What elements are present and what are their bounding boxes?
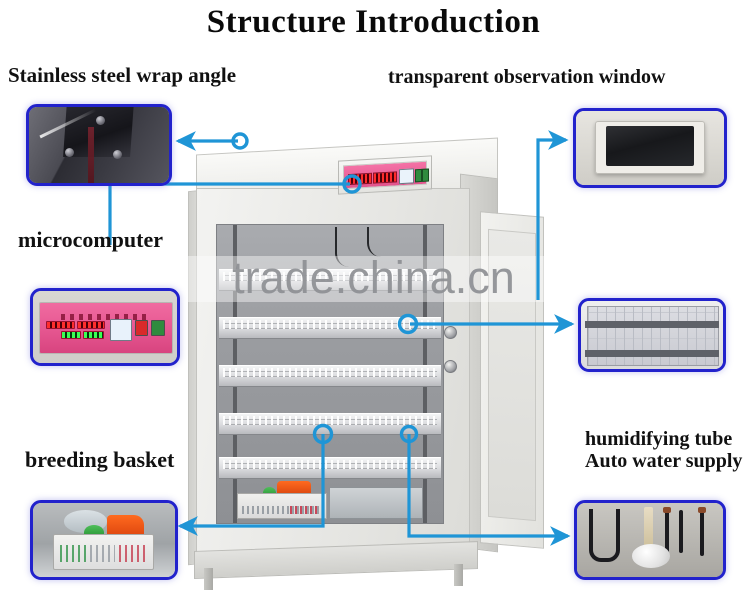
product-photo-incubator [188, 128, 548, 590]
marker-breeding-basket [312, 423, 334, 445]
wiring-1 [335, 227, 359, 267]
marker-stainless [231, 132, 249, 150]
incubator-cavity [216, 224, 444, 524]
label-humidifying-tube: humidifying tube Auto water supply [585, 428, 742, 473]
egg-tray-row-3 [219, 365, 441, 387]
label-humidifier-line2: Auto water supply [585, 450, 743, 473]
callout-photo-microcomputer [30, 288, 180, 366]
label-humidifier-line1: humidifying tube [585, 428, 733, 450]
watermark: trade.china.cn [0, 250, 747, 310]
photo-observation-window [576, 111, 724, 185]
page-title: Structure Introduction [206, 4, 541, 40]
connector-humidifier [407, 434, 571, 546]
cabinet-leg-right [454, 564, 463, 586]
egg-tray-row-1 [219, 269, 441, 291]
photo-egg-tray [581, 301, 723, 369]
label-stainless-steel: Stainless steel wrap angle [8, 63, 237, 87]
callout-photo-stainless-steel [26, 104, 172, 186]
photo-breeding-basket [33, 503, 175, 577]
connector-breeding-basket [177, 434, 325, 536]
marker-egg-tray [397, 313, 419, 335]
water-tray [329, 487, 423, 519]
callout-photo-observation-window [573, 108, 727, 188]
cabinet-leg-left [204, 568, 213, 590]
watermark-text: trade.china.cn [232, 252, 515, 303]
photo-humidifying-tube [577, 503, 723, 577]
door-hinge-upper [444, 326, 457, 339]
label-microcomputer: microcomputer [18, 227, 163, 252]
photo-steel-corner [29, 107, 169, 183]
photo-microcomputer-panel [33, 291, 177, 363]
egg-tray-row-2 [219, 317, 441, 339]
marker-humidifier [399, 424, 419, 444]
breeding-basket-left [237, 493, 327, 519]
callout-photo-breeding-basket [30, 500, 178, 580]
label-breeding-basket: breeding basket [25, 447, 175, 472]
connector-window [536, 130, 569, 300]
marker-control-panel [342, 174, 362, 194]
callout-photo-egg-tray [578, 298, 726, 372]
door-hinge-lower [444, 360, 457, 373]
wiring-2 [367, 227, 387, 257]
label-observation-window: transparent observation window [388, 66, 666, 88]
callout-photo-humidifying-tube [574, 500, 726, 580]
egg-tray-row-5 [219, 457, 441, 479]
